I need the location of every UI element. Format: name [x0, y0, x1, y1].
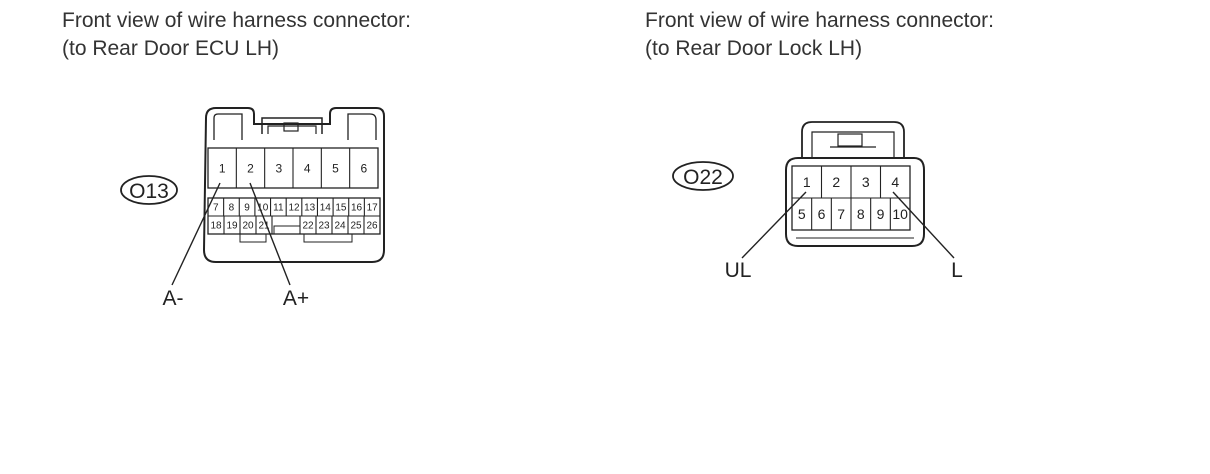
right-title-line2: (to Rear Door Lock LH)	[645, 37, 863, 60]
o13-row1-pins: 1 2 3 4 5 6	[219, 148, 367, 188]
o22-callout-l: L	[951, 259, 963, 282]
pin-number: 21	[258, 221, 270, 232]
pin-number: 10	[892, 206, 908, 222]
pin-number: 4	[891, 174, 899, 190]
pin-number: 3	[275, 161, 282, 175]
pin-number: 20	[242, 221, 254, 232]
pin-number: 12	[288, 203, 300, 214]
pin-number: 7	[837, 206, 845, 222]
pin-number: 8	[229, 203, 235, 214]
o13-id-ellipse	[120, 175, 178, 205]
pin-number: 4	[304, 161, 311, 175]
pin-number: 8	[857, 206, 865, 222]
o22-row1-pins: 1 2 3 4	[803, 166, 899, 198]
pin-number: 9	[244, 203, 250, 214]
pin-number: 24	[334, 221, 346, 232]
o13-housing	[202, 107, 385, 263]
o13-row3-pins: 18 19 20 21 22 23 24 25 26	[210, 216, 378, 234]
left-connector-title: Front view of wire harness connector: (t…	[62, 7, 411, 63]
pin-number: 16	[351, 203, 363, 214]
o13-latch-window	[283, 122, 299, 132]
o22-id-ellipse	[672, 161, 734, 191]
o22-callout-line-l	[892, 191, 955, 259]
pin-number: 13	[304, 203, 316, 214]
pin-number: 23	[318, 221, 330, 232]
pin-number: 6	[360, 161, 367, 175]
o13-latch	[261, 117, 323, 134]
left-title-line2: (to Rear Door ECU LH)	[62, 37, 280, 60]
o22-callout-line-ul	[741, 191, 807, 259]
o13-bottom-recess-left	[239, 233, 267, 243]
o13-callout-a-plus: A+	[283, 287, 309, 310]
o13-callout-a-minus: A-	[163, 287, 184, 310]
left-title-line1: Front view of wire harness connector:	[62, 9, 411, 32]
o13-latch-inner	[267, 125, 317, 134]
pin-number: 2	[832, 174, 840, 190]
right-title-line1: Front view of wire harness connector:	[645, 9, 994, 32]
o13-id-label: O13	[129, 180, 169, 203]
pin-number: 1	[803, 174, 811, 190]
o13-bottom-recess-mid	[273, 225, 301, 235]
pin-number: 5	[798, 206, 806, 222]
o13-tab-right	[347, 113, 377, 140]
o13-tab-left	[213, 113, 243, 140]
o13-callout-line-a-minus	[171, 182, 221, 286]
o22-id-label: O22	[683, 166, 723, 189]
o22-callout-ul: UL	[725, 259, 752, 282]
pin-number: 2	[247, 161, 254, 175]
pin-number: 1	[219, 161, 226, 175]
pin-number: 9	[877, 206, 885, 222]
connector-o13	[202, 107, 385, 263]
o22-latch-window	[837, 133, 863, 147]
pin-number: 19	[226, 221, 238, 232]
pin-number: 7	[213, 203, 219, 214]
o13-callout-line-a-plus	[249, 182, 291, 286]
pin-number: 26	[366, 221, 378, 232]
right-connector-title: Front view of wire harness connector: (t…	[645, 7, 994, 63]
pin-number: 11	[273, 203, 284, 214]
pin-number: 22	[302, 221, 314, 232]
pin-number: 18	[210, 221, 222, 232]
o22-housing	[785, 157, 925, 247]
pin-number: 25	[350, 221, 362, 232]
pin-number: 5	[332, 161, 339, 175]
pin-number: 14	[320, 203, 332, 214]
pin-number: 6	[818, 206, 826, 222]
pin-number: 17	[367, 203, 379, 214]
o13-bottom-recess-right	[303, 233, 353, 243]
o22-top-tab	[801, 121, 905, 158]
pin-number: 3	[862, 174, 870, 190]
pin-number: 10	[257, 203, 269, 214]
pin-number: 15	[335, 203, 347, 214]
o22-top-tab-inner	[811, 131, 895, 158]
